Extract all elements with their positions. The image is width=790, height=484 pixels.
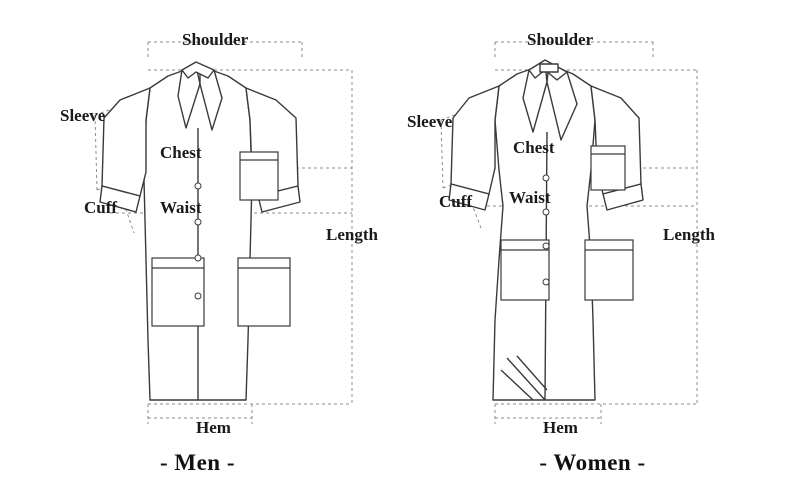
label-waist-men: Waist [160, 198, 202, 217]
panel-men: Shoulder Sleeve Chest Cuff Waist Length … [60, 30, 378, 475]
women-coat-body [448, 59, 644, 401]
label-shoulder-women: Shoulder [527, 30, 594, 49]
label-sleeve-men: Sleeve [60, 106, 106, 125]
label-waist-women: Waist [509, 188, 551, 207]
panel-women: Shoulder Sleeve Chest Cuff Waist Length … [395, 0, 790, 484]
label-sleeve-women: Sleeve [407, 112, 453, 131]
men-coat-body [99, 61, 301, 401]
caption-men: - Men - [159, 450, 236, 475]
women-garment-drawing [440, 41, 698, 424]
label-shoulder-men: Shoulder [182, 30, 249, 49]
label-cuff-women: Cuff [439, 192, 473, 211]
men-garment-drawing [94, 41, 353, 424]
label-length-women: Length [663, 225, 715, 244]
label-length-men: Length [326, 225, 378, 244]
label-cuff-men: Cuff [84, 198, 118, 217]
caption-women: - Women - [539, 450, 646, 475]
women-pockets [500, 145, 634, 301]
label-chest-men: Chest [160, 143, 202, 162]
women-buttons [542, 174, 550, 286]
label-hem-men: Hem [196, 418, 231, 437]
men-buttons [194, 182, 202, 300]
men-pockets [151, 151, 291, 327]
label-chest-women: Chest [513, 138, 555, 157]
label-hem-women: Hem [543, 418, 578, 437]
